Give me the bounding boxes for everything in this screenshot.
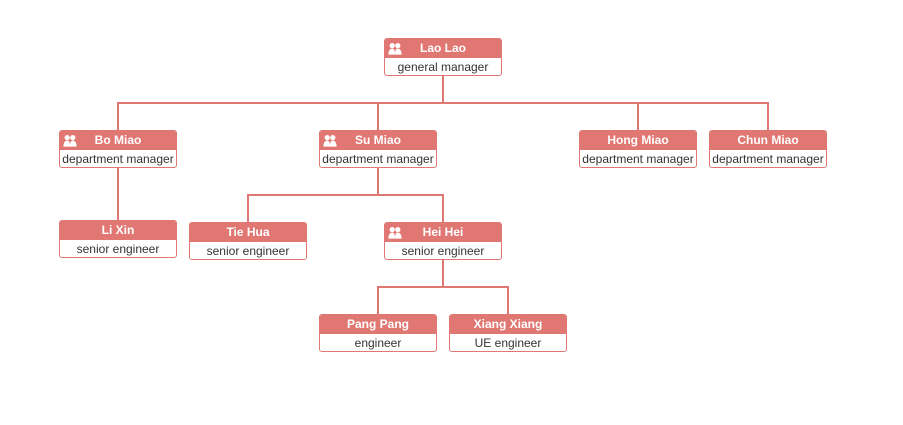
org-node-tie-hua[interactable]: Tie Hua senior engineer: [189, 222, 307, 260]
org-node-name-text: Tie Hua: [226, 225, 270, 239]
org-node-name: Bo Miao: [60, 131, 176, 150]
org-node-hong-miao[interactable]: Hong Miao department manager: [579, 130, 697, 168]
org-node-xiang-xiang[interactable]: Xiang Xiang UE engineer: [449, 314, 567, 352]
org-node-li-xin[interactable]: Li Xin senior engineer: [59, 220, 177, 258]
org-node-name: Tie Hua: [190, 223, 306, 242]
org-node-name-text: Li Xin: [101, 223, 135, 237]
org-node-name: Li Xin: [60, 221, 176, 240]
org-node-name: Pang Pang: [320, 315, 436, 334]
org-node-title: senior engineer: [206, 244, 290, 258]
org-node-title: department manager: [322, 152, 434, 166]
org-node-name-text: Hong Miao: [607, 133, 669, 147]
org-node-name: Xiang Xiang: [450, 315, 566, 334]
org-node-name: Chun Miao: [710, 131, 826, 150]
org-node-title: department manager: [582, 152, 694, 166]
org-node-title: engineer: [354, 336, 402, 350]
org-node-pang-pang[interactable]: Pang Pang engineer: [319, 314, 437, 352]
org-node-name: Hong Miao: [580, 131, 696, 150]
org-node-title: department manager: [712, 152, 824, 166]
org-node-title: senior engineer: [76, 242, 160, 256]
org-node-title: department manager: [62, 152, 174, 166]
org-node-lao-lao[interactable]: Lao Lao general manager: [384, 38, 502, 76]
org-node-name-text: Xiang Xiang: [473, 317, 543, 331]
org-node-name: Lao Lao: [385, 39, 501, 58]
org-node-name-text: Pang Pang: [346, 317, 409, 331]
org-node-name-text: Su Miao: [354, 133, 401, 147]
org-node-chun-miao[interactable]: Chun Miao department manager: [709, 130, 827, 168]
group-icon: [388, 43, 402, 55]
org-node-name-text: Lao Lao: [419, 41, 466, 55]
org-node-name: Su Miao: [320, 131, 436, 150]
org-node-title: general manager: [397, 60, 489, 74]
group-icon: [388, 227, 402, 239]
group-icon: [323, 135, 337, 147]
org-node-su-miao[interactable]: Su Miao department manager: [319, 130, 437, 168]
org-node-bo-miao[interactable]: Bo Miao department manager: [59, 130, 177, 168]
org-node-name-text: Chun Miao: [737, 133, 799, 147]
org-node-name-text: Bo Miao: [94, 133, 142, 147]
org-node-hei-hei[interactable]: Hei Hei senior engineer: [384, 222, 502, 260]
org-node-name-text: Hei Hei: [422, 225, 464, 239]
org-node-title: senior engineer: [401, 244, 485, 258]
group-icon: [63, 135, 77, 147]
org-node-title: UE engineer: [474, 336, 542, 350]
org-node-name: Hei Hei: [385, 223, 501, 242]
